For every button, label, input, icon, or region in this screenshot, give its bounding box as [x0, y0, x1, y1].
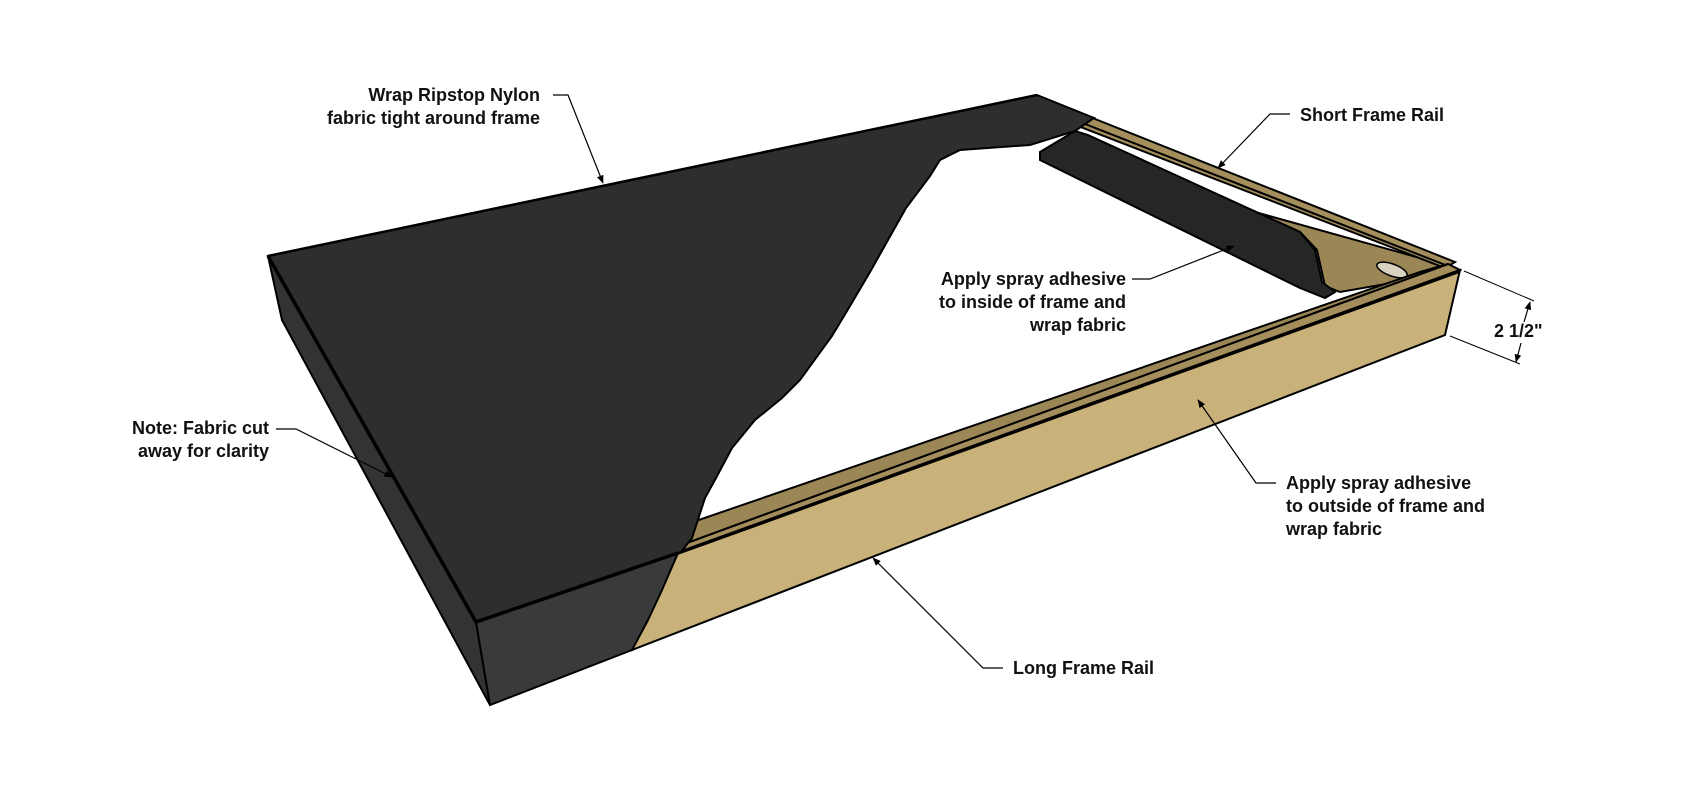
outside-leader	[1197, 399, 1276, 484]
outside-adhesive-label: Apply spray adhesive to outside of frame…	[1286, 472, 1485, 541]
dimension-arrow-up	[1523, 301, 1532, 323]
short-rail-leader	[1217, 113, 1290, 169]
outside-adhesive-label-line1: Apply spray adhesive	[1286, 473, 1472, 493]
short-rail-groove	[1084, 123, 1449, 267]
inside-adhesive-label-line1: Apply spray adhesive	[940, 269, 1126, 289]
dimension-extension-bottom	[1449, 335, 1521, 365]
outside-adhesive-label-line3: wrap fabric	[1286, 519, 1383, 539]
fabric-front-edge	[475, 551, 679, 624]
dimension-label-text: 2 1/2"	[1494, 321, 1543, 341]
wrap-leader	[553, 94, 604, 184]
short-frame-rail-label: Short Frame Rail	[1300, 104, 1444, 127]
long-frame-rail-label-text: Long Frame Rail	[1013, 658, 1155, 678]
note-label-line2: away for clarity	[137, 441, 269, 461]
short-rail-fabric-inside	[1039, 129, 1337, 300]
long-rail-leader	[872, 557, 1003, 669]
dimension-arrow-down	[1514, 342, 1522, 363]
long-frame-rail-label: Long Frame Rail	[1013, 657, 1154, 680]
inside-adhesive-label-line3: wrap fabric	[1029, 315, 1126, 335]
fabric-back-edge	[267, 93, 1038, 258]
inside-adhesive-label: Apply spray adhesive to inside of frame …	[939, 268, 1126, 337]
inside-leader	[1132, 245, 1235, 280]
wrap-fabric-label-line2: fabric tight around frame	[326, 108, 540, 128]
fabric-top-surface	[266, 93, 1097, 624]
outside-adhesive-label-line2: to outside of frame and	[1286, 496, 1486, 516]
fabric-left-edge	[266, 255, 478, 623]
wrap-fabric-label-line1: Wrap Ripstop Nylon	[368, 85, 540, 105]
note-label: Note: Fabric cut away for clarity	[132, 417, 269, 463]
dimension-label: 2 1/2"	[1494, 320, 1543, 343]
dimension-extension-top	[1463, 270, 1535, 302]
long-rail-top-edge	[677, 269, 1461, 555]
note-label-line1: Note: Fabric cut	[131, 418, 269, 438]
wrap-fabric-label: Wrap Ripstop Nylon fabric tight around f…	[327, 84, 540, 130]
inside-adhesive-label-line2: to inside of frame and	[938, 292, 1126, 312]
short-frame-rail-label-text: Short Frame Rail	[1300, 105, 1445, 125]
note-leader	[276, 428, 393, 478]
